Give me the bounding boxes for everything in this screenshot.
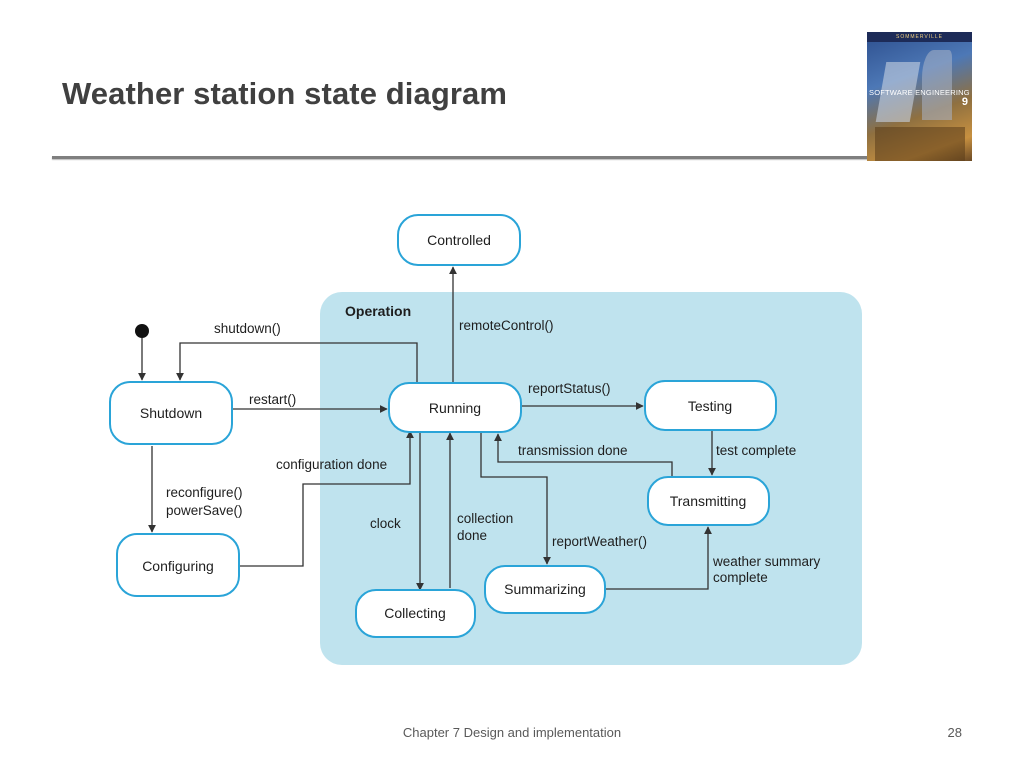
footer-chapter-text: Chapter 7 Design and implementation bbox=[402, 725, 622, 740]
cover-edition: 9 bbox=[961, 96, 968, 108]
clock-transition-label: clock bbox=[370, 516, 401, 531]
state-testing-label: Testing bbox=[688, 398, 732, 414]
power-save-transition-label: powerSave() bbox=[166, 503, 243, 518]
shutdown-transition-arrow bbox=[176, 342, 418, 383]
collection-done-transition-label-line2: done bbox=[457, 528, 487, 543]
state-transmitting bbox=[647, 476, 770, 526]
slide-title: Weather station state diagram bbox=[62, 76, 508, 111]
state-configuring-label: Configuring bbox=[142, 558, 214, 574]
weather-summary-transition-arrow bbox=[604, 526, 712, 590]
collection-done-transition-label: collection bbox=[457, 511, 513, 526]
state-running bbox=[388, 382, 522, 433]
state-collecting bbox=[355, 589, 476, 638]
state-summarizing-label: Summarizing bbox=[504, 581, 586, 597]
cover-title: SOFTWARE ENGINEERING bbox=[869, 88, 970, 97]
shutdown-transition-label: shutdown() bbox=[214, 321, 281, 336]
cover-brand: SOMMERVILLE bbox=[895, 34, 944, 40]
state-shutdown bbox=[109, 381, 233, 445]
reconfigure-transition-label: reconfigure() bbox=[166, 485, 243, 500]
state-transmitting-label: Transmitting bbox=[670, 493, 747, 509]
report-weather-transition-arrow bbox=[480, 433, 551, 565]
weather-summary-transition-label: weather summary bbox=[712, 554, 821, 569]
report-weather-transition-label: reportWeather() bbox=[552, 534, 647, 549]
cover-building-shape bbox=[922, 50, 952, 120]
page-number: 28 bbox=[947, 725, 962, 740]
test-complete-transition-label: test complete bbox=[716, 443, 796, 458]
cover-building-shape bbox=[875, 127, 965, 161]
state-testing bbox=[644, 380, 777, 431]
report-status-transition-label: reportStatus() bbox=[528, 381, 611, 396]
initial-state-dot bbox=[135, 324, 149, 338]
state-collecting-label: Collecting bbox=[384, 605, 445, 621]
configuration-done-transition-label: configuration done bbox=[276, 457, 387, 472]
title-divider bbox=[52, 156, 870, 159]
remote-control-transition-label: remoteControl() bbox=[459, 318, 554, 333]
configuration-done-transition-arrow bbox=[239, 430, 414, 567]
book-cover-image: SOMMERVILLE SOFTWARE ENGINEERING 9 bbox=[867, 32, 972, 161]
state-configuring bbox=[116, 533, 240, 597]
state-summarizing bbox=[484, 565, 606, 614]
operation-region-label: Operation bbox=[345, 303, 411, 319]
state-controlled-label: Controlled bbox=[427, 232, 491, 248]
state-controlled bbox=[397, 214, 521, 266]
transmission-done-transition-arrow bbox=[494, 433, 673, 477]
weather-summary-transition-label-line2: complete bbox=[713, 570, 768, 585]
state-running-label: Running bbox=[429, 400, 481, 416]
state-shutdown-label: Shutdown bbox=[140, 405, 202, 421]
transmission-done-transition-label: transmission done bbox=[518, 443, 628, 458]
cover-band bbox=[867, 32, 972, 42]
restart-transition-label: restart() bbox=[249, 392, 296, 407]
